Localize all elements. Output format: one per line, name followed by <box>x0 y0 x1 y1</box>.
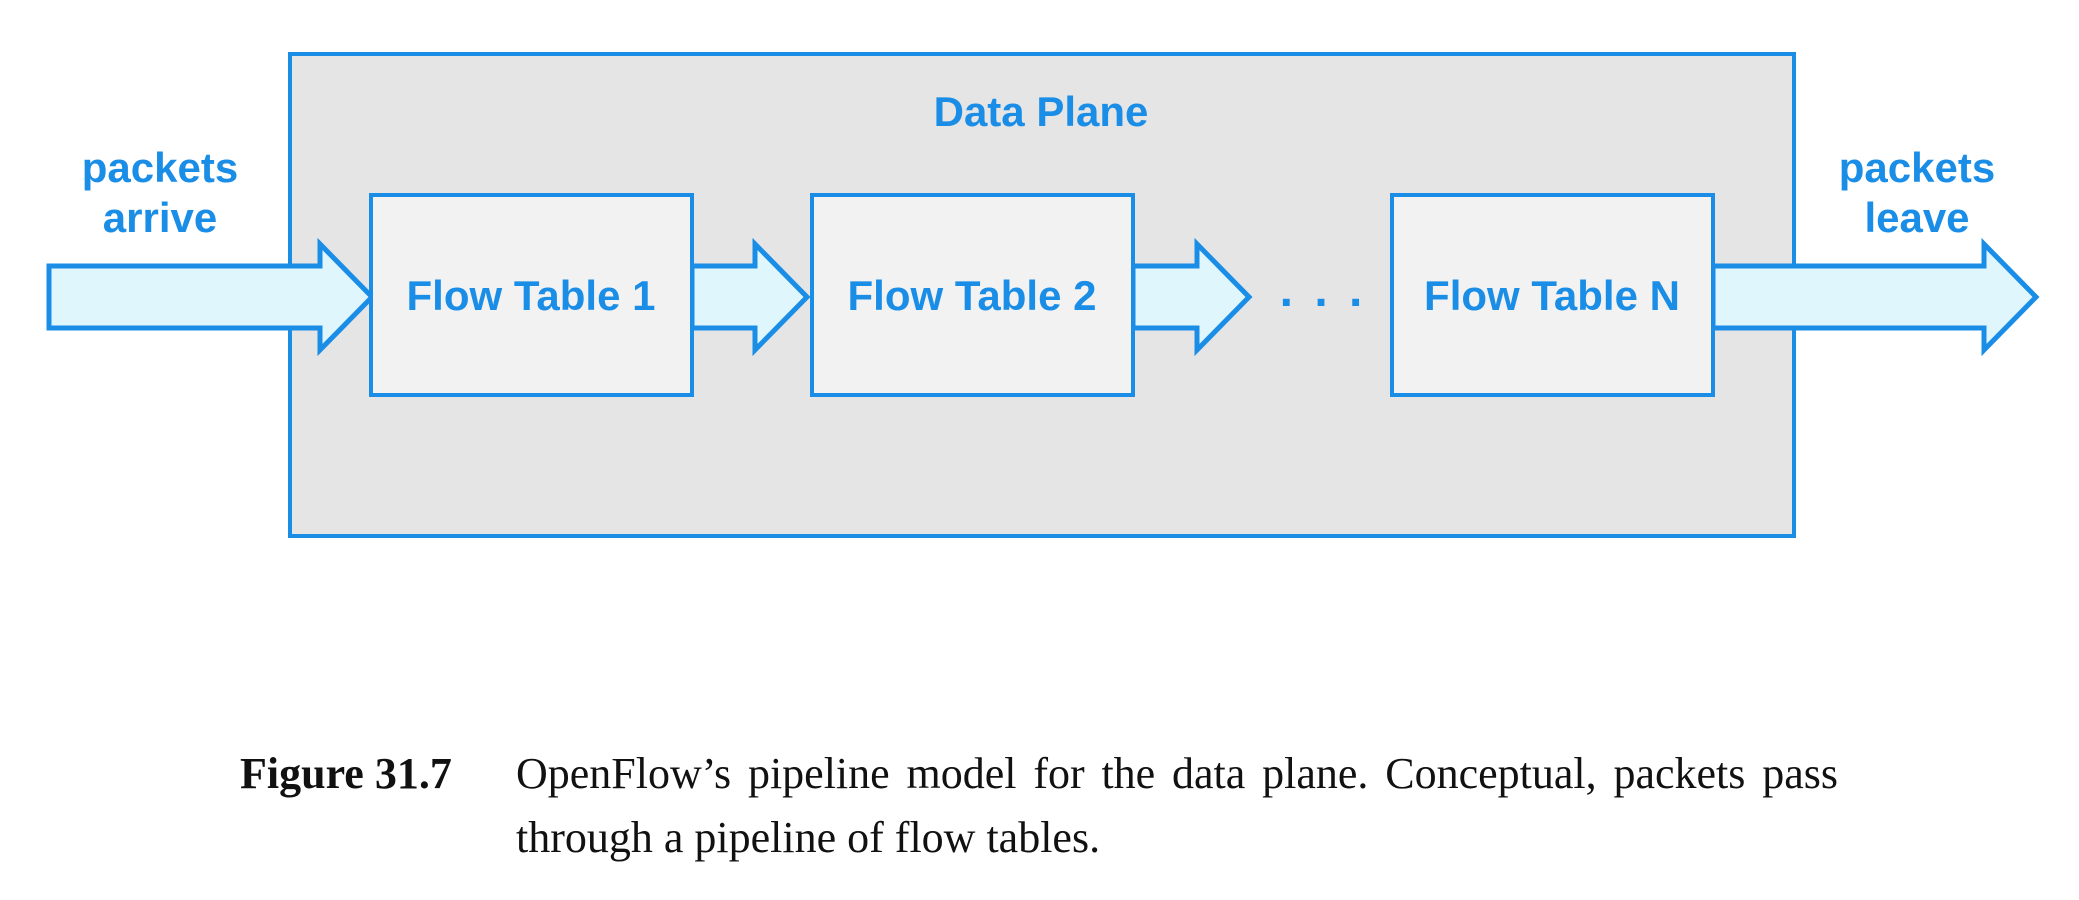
pipeline-arrow-1-2 <box>689 237 811 357</box>
flow-table-2-label: Flow Table 2 <box>848 272 1097 319</box>
flow-table-1-box <box>369 193 694 397</box>
figure-caption-text: OpenFlow’s pipeline model for the data p… <box>516 749 1838 862</box>
flow-table-n-box <box>1390 193 1715 397</box>
flow-table-1-label: Flow Table 1 <box>407 272 656 319</box>
pipeline-arrow-2-next <box>1130 237 1253 357</box>
figure-caption: Figure 31.7 OpenFlow’s pipeline model fo… <box>240 742 1840 870</box>
openflow-pipeline-diagram: Data Plane Flow Table 1 Flow Table 2 Flo… <box>46 52 2040 538</box>
input-label-line-2: arrive <box>103 194 217 241</box>
input-arrow <box>46 237 376 357</box>
output-arrow <box>1710 237 2040 357</box>
figure-label: Figure 31.7 <box>240 749 452 798</box>
output-label-line-1: packets <box>1839 144 1995 191</box>
output-label-line-2: leave <box>1864 194 1969 241</box>
flow-table-2-box <box>810 193 1135 397</box>
input-label-line-1: packets <box>82 144 238 191</box>
flow-table-n-label: Flow Table N <box>1424 272 1680 319</box>
pipeline-ellipsis: . . . <box>1280 264 1367 317</box>
data-plane-title: Data Plane <box>934 88 1149 135</box>
